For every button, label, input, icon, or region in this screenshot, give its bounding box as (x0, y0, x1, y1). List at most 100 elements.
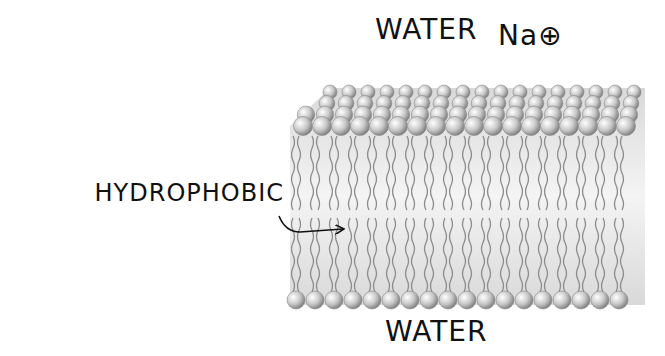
lipid-tail (602, 136, 605, 210)
lipid-head (541, 117, 560, 136)
lipid-tail (311, 136, 314, 210)
lipid-tail (406, 136, 409, 210)
lipid-head (496, 291, 514, 309)
lipid-head (465, 117, 484, 136)
lipid-tail (621, 218, 624, 292)
lipid-head (598, 117, 617, 136)
lipid-tail (355, 218, 358, 292)
lipid-head (294, 117, 313, 136)
lipid-tail (355, 136, 358, 210)
lipid-tail (539, 218, 542, 292)
lipid-tail (298, 218, 301, 292)
lipid-tail (520, 136, 523, 210)
lipid-tail (507, 136, 510, 210)
lipid-tail (311, 218, 314, 292)
lipid-tail (412, 136, 415, 210)
lipid-head (363, 291, 381, 309)
lipid-head (287, 291, 305, 309)
lipid-tail (558, 136, 561, 210)
lipid-head (579, 117, 598, 136)
lipid-head (408, 117, 427, 136)
lipid-tail (596, 136, 599, 210)
lipid-tail (444, 136, 447, 210)
lipid-tail (583, 136, 586, 210)
lipid-tail (564, 136, 567, 210)
lipid-tail (393, 218, 396, 292)
lipid-tail (431, 218, 434, 292)
lipid-head (503, 117, 522, 136)
lipid-head (325, 291, 343, 309)
lipid-head (370, 117, 389, 136)
ion-label: Na⊕ (498, 20, 563, 52)
lipid-tail (615, 136, 618, 210)
lipid-tail (615, 218, 618, 292)
lipid-tail (425, 218, 428, 292)
lipid-head (522, 117, 541, 136)
lipid-tail (450, 218, 453, 292)
lipid-tail (349, 218, 352, 292)
lipid-tail (463, 218, 466, 292)
lipid-head (389, 117, 408, 136)
lipid-head (306, 291, 324, 309)
lipid-head (610, 291, 628, 309)
lipid-tail (501, 218, 504, 292)
lipid-tail (292, 218, 295, 292)
lipid-tail (412, 218, 415, 292)
lipid-tail (621, 136, 624, 210)
lipid-tail (526, 136, 529, 210)
lipid-head (427, 117, 446, 136)
lipid-tail (406, 218, 409, 292)
lipid-head (477, 291, 495, 309)
lipid-head (382, 291, 400, 309)
lipid-tail (330, 136, 333, 210)
lipid-tail (596, 218, 599, 292)
lipid-tail (368, 218, 371, 292)
region-label: HYDROPHOBIC (95, 180, 284, 208)
lipid-head (332, 117, 351, 136)
lipid-tail (482, 136, 485, 210)
lipid-head (484, 117, 503, 136)
lipid-tail (577, 218, 580, 292)
lipid-head (420, 291, 438, 309)
lipid-tail (368, 136, 371, 210)
lipid-tail (488, 218, 491, 292)
lipid-tail (577, 136, 580, 210)
lipid-tail (488, 136, 491, 210)
lipid-tail (507, 218, 510, 292)
lipid-head (591, 291, 609, 309)
lipid-tail (292, 136, 295, 210)
lipid-tail (425, 136, 428, 210)
lipid-head (515, 291, 533, 309)
lipid-tail (501, 136, 504, 210)
lipid-tail (545, 218, 548, 292)
lipid-tail (444, 218, 447, 292)
region-label: WATER (375, 14, 477, 46)
lipid-head (572, 291, 590, 309)
lipid-tail (298, 136, 301, 210)
lipid-head (617, 117, 636, 136)
lipid-head (458, 291, 476, 309)
lipid-head (344, 291, 362, 309)
lipid-tail (393, 136, 396, 210)
lipid-tail (583, 218, 586, 292)
lipid-tail (469, 136, 472, 210)
lipid-head (446, 117, 465, 136)
lipid-tail (349, 136, 352, 210)
membrane-core (290, 88, 645, 305)
lipid-head (401, 291, 419, 309)
lipid-heads (287, 85, 641, 309)
region-label: WATER (385, 316, 487, 348)
lipid-tail (374, 218, 377, 292)
lipid-tail (602, 218, 605, 292)
lipid-tail (387, 218, 390, 292)
lipid-tail (545, 136, 548, 210)
lipid-tail (317, 218, 320, 292)
lipid-head (553, 291, 571, 309)
lipid-tail (374, 136, 377, 210)
lipid-tail (539, 136, 542, 210)
lipid-tail (431, 136, 434, 210)
lipid-tail (317, 136, 320, 210)
lipid-tails (292, 136, 624, 292)
lipid-tail (469, 218, 472, 292)
